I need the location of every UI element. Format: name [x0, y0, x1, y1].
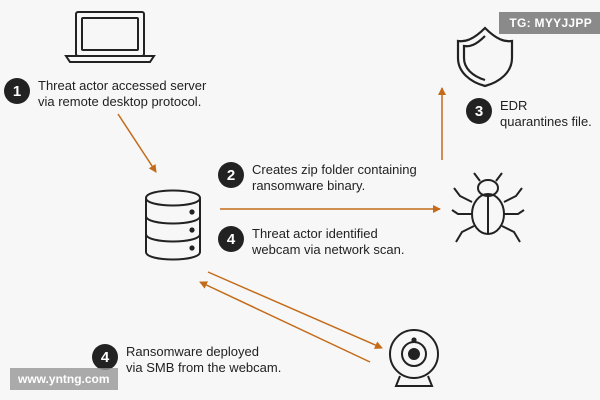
step-text: Threat actor accessed server via remote … — [38, 78, 207, 109]
shield-icon — [456, 26, 514, 88]
step-3: 3 EDR quarantines file. — [466, 98, 592, 130]
corner-badge: TG: MYYJJPP — [499, 12, 600, 34]
step-text: EDR quarantines file. — [500, 98, 592, 129]
bug-icon — [451, 172, 525, 243]
database-server-icon — [145, 189, 201, 261]
step-number-badge: 3 — [466, 98, 492, 124]
step-text: Creates zip folder containing ransomware… — [252, 162, 417, 193]
step-text: Threat actor identified webcam via netwo… — [252, 226, 405, 257]
step-number-badge: 4 — [218, 226, 244, 252]
step-4-deploy: 4 Ransomware deployed via SMB from the w… — [92, 344, 281, 376]
arrow-server-to-webcam — [207, 271, 383, 349]
step-4-scan: 4 Threat actor identified webcam via net… — [218, 226, 404, 258]
watermark: www.yntng.com — [10, 368, 118, 390]
webcam-icon — [389, 329, 439, 387]
laptop-icon — [64, 11, 156, 63]
step-2: 2 Creates zip folder containing ransomwa… — [218, 162, 417, 194]
step-number-badge: 2 — [218, 162, 244, 188]
arrow-laptop-to-server — [117, 113, 157, 173]
arrow-webcam-to-server — [199, 281, 371, 363]
step-number-badge: 1 — [4, 78, 30, 104]
step-1: 1 Threat actor accessed server via remot… — [4, 78, 206, 110]
step-text: Ransomware deployed via SMB from the web… — [126, 344, 282, 375]
step-number-badge: 4 — [92, 344, 118, 370]
